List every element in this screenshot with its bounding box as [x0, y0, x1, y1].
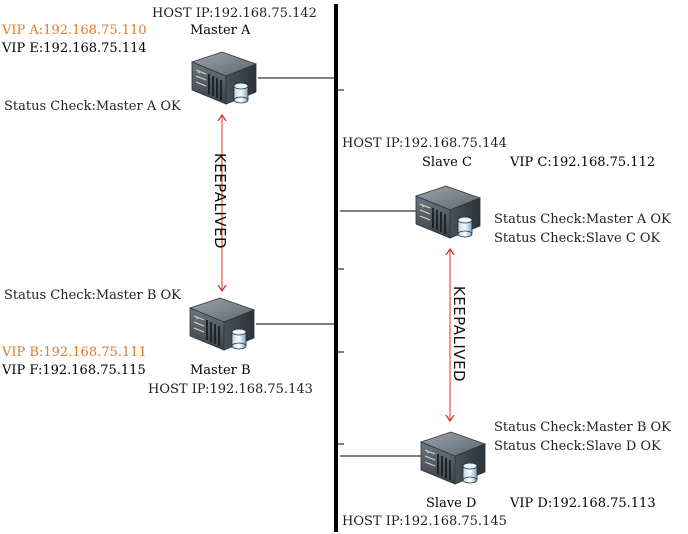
- slave-c-name: Slave C: [422, 155, 472, 170]
- slave-d-status-1: Status Check:Master B OK: [494, 420, 671, 435]
- master-b-vip-f: VIP F:192.168.75.115: [2, 363, 146, 378]
- server-slave-c-icon: [415, 185, 481, 239]
- slave-d-vip: VIP D:192.168.75.113: [510, 496, 656, 511]
- slave-c-host-ip: HOST IP:192.168.75.144: [342, 136, 507, 151]
- server-master-a-icon: [191, 51, 257, 105]
- master-a-host-ip: HOST IP:192.168.75.142: [152, 6, 317, 21]
- master-b-status: Status Check:Master B OK: [4, 288, 181, 303]
- master-a-name: Master A: [190, 23, 251, 38]
- master-a-vip-a: VIP A:192.168.75.110: [2, 23, 147, 38]
- slave-c-status-1: Status Check:Master A OK: [494, 212, 671, 227]
- master-b-name: Master B: [190, 363, 251, 378]
- slave-d-host-ip: HOST IP:192.168.75.145: [342, 514, 507, 529]
- server-master-b-icon: [189, 297, 255, 351]
- slave-d-name: Slave D: [426, 496, 477, 511]
- keepalived-label-masters: KEEPALIVED: [211, 152, 230, 250]
- master-a-vip-e: VIP E:192.168.75.114: [2, 41, 147, 56]
- slave-d-status-2: Status Check:Slave D OK: [494, 439, 661, 454]
- keepalived-label-slaves: KEEPALIVED: [450, 285, 469, 383]
- master-b-host-ip: HOST IP:192.168.75.143: [148, 382, 313, 397]
- slave-c-vip: VIP C:192.168.75.112: [510, 155, 656, 170]
- master-a-status: Status Check:Master A OK: [4, 99, 181, 114]
- slave-c-status-2: Status Check:Slave C OK: [494, 231, 661, 246]
- server-slave-d-icon: [420, 431, 486, 485]
- bus-ticks: [336, 89, 344, 445]
- master-b-vip-b: VIP B:192.168.75.111: [2, 345, 147, 360]
